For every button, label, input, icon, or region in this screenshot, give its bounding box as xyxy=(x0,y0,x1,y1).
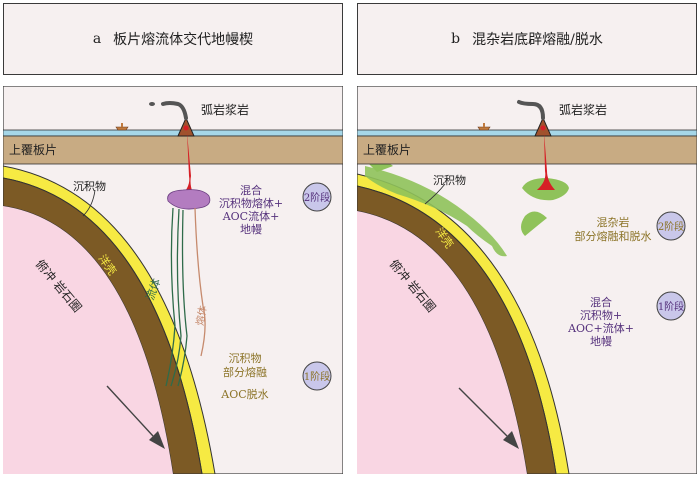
overriding-plate xyxy=(357,135,697,165)
melange-diapir xyxy=(521,211,547,236)
stage-2-text: 2阶段 xyxy=(658,220,684,233)
fluid-line xyxy=(170,208,182,387)
mix-line-3: AOC流体+ xyxy=(222,209,280,223)
ocean-layer xyxy=(357,129,697,137)
panel-b-title-box: b 混杂岩底辟熔融/脱水 xyxy=(357,3,697,75)
mix-line-1: 混合 xyxy=(590,295,612,309)
overriding-plate-label: 上覆板片 xyxy=(9,143,57,157)
subduction-arrow xyxy=(458,387,508,437)
mix-line-1: 混合 xyxy=(240,183,262,197)
melt-line xyxy=(194,207,206,357)
arrow-head-icon xyxy=(503,431,519,449)
overriding-plate-label: 上覆板片 xyxy=(363,143,411,157)
melange-line-1: 混杂岩 xyxy=(597,215,630,229)
arrow-head-icon xyxy=(149,431,165,449)
sediment-label: 沉积物 xyxy=(433,173,466,187)
smoke-icon xyxy=(161,101,188,120)
stage-2-text: 2阶段 xyxy=(304,191,330,204)
melange-line-2: 部分熔融和脱水 xyxy=(575,229,652,243)
stage-2-badge xyxy=(302,182,332,212)
subduction-arrow xyxy=(106,385,154,437)
arc-magma-label: 弧岩浆岩 xyxy=(201,102,249,117)
panel-b: b 混杂岩底辟熔融/脱水 xyxy=(354,0,700,477)
overriding-plate xyxy=(3,135,343,165)
ship-icon xyxy=(115,126,129,131)
mix-line-4: 地幔 xyxy=(590,335,612,348)
sediment-label: 沉积物 xyxy=(73,179,106,193)
panel-a-scene: 弧岩浆岩 上覆板片 沉积物 洋壳 俯冲 岩石圈 流体 熔体 2阶段 1阶段 混合… xyxy=(3,86,343,474)
sediment-leader xyxy=(424,183,446,205)
ship-icon xyxy=(477,126,491,131)
stage-1-badge xyxy=(302,361,332,391)
panel-a: a 板片熔流体交代地幔楔 xyxy=(0,0,346,477)
panel-a-title: 板片熔流体交代地幔楔 xyxy=(113,32,254,48)
melt-label: 熔体 xyxy=(193,305,209,327)
partial-line-2: 部分熔融 xyxy=(223,365,267,379)
magma-conduit xyxy=(181,132,195,198)
slab-lithosphere xyxy=(3,206,173,474)
panel-a-title-box: a 板片熔流体交代地幔楔 xyxy=(3,3,343,75)
mix-line-3: AOC+流体+ xyxy=(567,321,634,335)
stage-2-badge xyxy=(656,211,686,241)
smoke-icon xyxy=(517,100,545,120)
stage-1-text: 1阶段 xyxy=(658,300,684,313)
melt-zone xyxy=(167,189,211,210)
ocean-layer xyxy=(3,129,343,137)
fluid-line xyxy=(177,209,188,387)
sediment-leader xyxy=(82,189,96,217)
mix-line-4: 地幔 xyxy=(240,223,262,236)
magma-conduit xyxy=(537,132,555,190)
stage-1-badge xyxy=(656,291,686,321)
panel-a-diagram: 弧岩浆岩 上覆板片 沉积物 洋壳 俯冲 岩石圈 流体 熔体 2阶段 1阶段 混合… xyxy=(3,86,343,474)
melange-zone xyxy=(365,166,507,257)
arc-magma-label: 弧岩浆岩 xyxy=(559,102,607,117)
panel-b-scene: 弧岩浆岩 上覆板片 沉积物 洋壳 俯冲 岩石圈 2阶段 1阶段 混杂岩 部分熔融… xyxy=(357,86,697,474)
panel-a-letter: a xyxy=(92,31,102,47)
aoc-label: AOC脱水 xyxy=(220,387,268,401)
mix-line-2: 沉积物+ xyxy=(580,308,622,322)
panel-b-diagram: 弧岩浆岩 上覆板片 沉积物 洋壳 俯冲 岩石圈 2阶段 1阶段 混杂岩 部分熔融… xyxy=(357,86,697,474)
panel-b-letter: b xyxy=(451,31,461,47)
panel-b-title: 混杂岩底辟熔融/脱水 xyxy=(472,32,603,48)
fluid-line xyxy=(165,207,176,387)
partial-line-1: 沉积物 xyxy=(229,351,262,365)
slab-lithosphere xyxy=(357,211,527,474)
mix-line-2: 沉积物熔体+ xyxy=(219,196,283,210)
stage-1-text: 1阶段 xyxy=(304,370,330,383)
